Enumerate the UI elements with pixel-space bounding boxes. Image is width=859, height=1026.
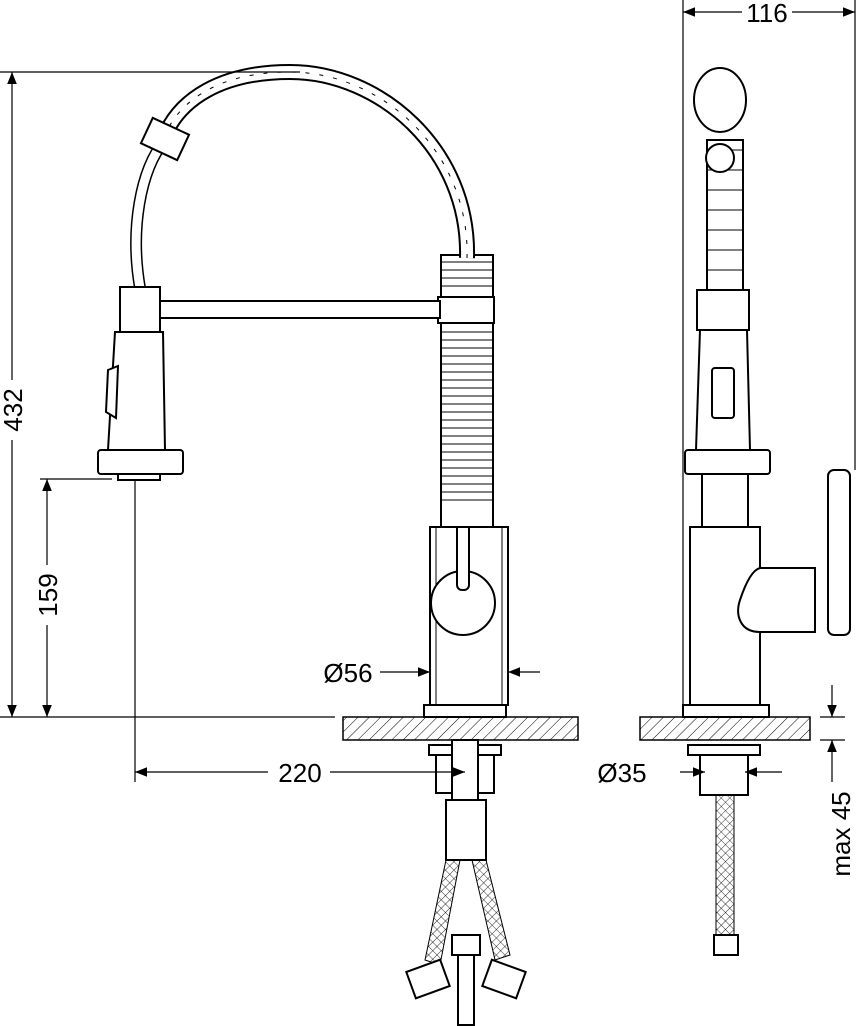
dim-base-diameter: Ø56 [323, 658, 372, 688]
mounting-hardware [405, 739, 527, 1026]
dim-reach: 220 [278, 758, 321, 788]
supply-hose-right [471, 859, 511, 961]
spring-coils [441, 261, 493, 501]
side-view [639, 67, 851, 956]
countertop-section [342, 716, 579, 741]
spray-button [104, 364, 120, 420]
countertop-section-side [639, 716, 811, 741]
spring-arc [157, 63, 476, 259]
spring-collar [437, 296, 495, 324]
spring-column [440, 254, 494, 528]
dim-total-height: 432 [0, 388, 28, 431]
spray-head-top [119, 286, 161, 333]
dim-spout-height: 159 [33, 573, 63, 616]
faucet-base [423, 704, 507, 718]
spout-holder-arm [159, 300, 441, 319]
front-view [97, 63, 579, 1026]
dimension-lines [0, 0, 856, 885]
supply-hose-side [715, 794, 735, 936]
dim-hole-diameter: Ø35 [597, 758, 646, 788]
handle-lever-side [827, 469, 851, 636]
spray-button-side [711, 367, 735, 419]
spray-head-face [97, 449, 184, 475]
dim-max-counter-thickness: max 45 [826, 791, 856, 876]
dim-width-side: 116 [746, 0, 787, 28]
dimension-labels: 116 432 159 220 Ø56 Ø35 max 45 [0, 0, 856, 877]
